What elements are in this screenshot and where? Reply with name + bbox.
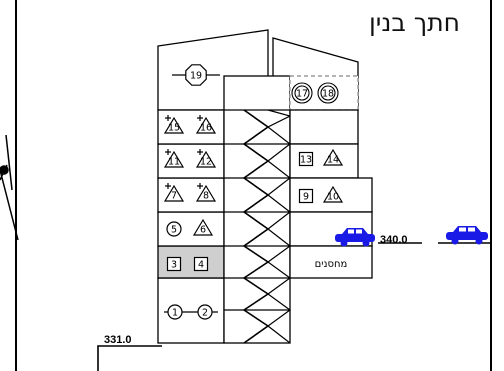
unit-marker-3: 3 <box>166 256 182 272</box>
unit-marker-17: 17 <box>291 82 313 104</box>
unit-number: 11 <box>168 157 180 168</box>
unit-number: 18 <box>322 89 334 100</box>
unit-number: 5 <box>171 225 177 236</box>
unit-number: 4 <box>198 260 204 271</box>
unit-number: 17 <box>296 89 308 100</box>
unit-number: 13 <box>300 155 312 166</box>
unit-number: 19 <box>190 71 202 82</box>
unit-marker-9: 9 <box>298 188 314 204</box>
unit-marker-5: 5 <box>166 221 182 237</box>
unit-number: 8 <box>203 191 209 202</box>
unit-number: 9 <box>303 192 309 203</box>
unit-marker-16: 16 <box>195 115 217 134</box>
unit-number: 3 <box>171 260 177 271</box>
unit-marker-7: 7 <box>163 183 185 202</box>
unit-marker-8: 8 <box>195 183 217 202</box>
stair-zigzag-inner <box>266 109 292 344</box>
stair-flights <box>224 109 290 311</box>
car-icon <box>446 226 488 245</box>
unit-marker-6: 6 <box>192 218 214 236</box>
stair-core <box>223 75 291 344</box>
ground-line-lower <box>97 345 162 371</box>
storage-label: מחסנים <box>315 259 348 270</box>
unit-marker-19: 19 <box>185 64 207 86</box>
unit-number: 12 <box>200 157 212 168</box>
unit-marker-11: 11 <box>163 149 185 168</box>
floor-row-right <box>289 109 359 145</box>
unit-marker-12: 12 <box>195 149 217 168</box>
unit-marker-13: 13 <box>298 151 314 167</box>
unit-marker-4: 4 <box>193 256 209 272</box>
unit-marker-2: 2 <box>197 304 213 320</box>
unit-number: 7 <box>171 191 177 202</box>
unit-number: 1 <box>172 308 178 319</box>
storage-right <box>289 245 373 279</box>
level-label-lower: 331.0 <box>104 334 132 346</box>
unit-number: 6 <box>200 225 206 236</box>
unit-number: 15 <box>168 123 180 134</box>
tree-sketch <box>0 134 19 241</box>
unit-number: 2 <box>202 308 208 319</box>
unit-number: 16 <box>200 123 212 134</box>
drawing-title: חתך בנין <box>368 8 460 37</box>
unit-marker-10: 10 <box>322 185 344 203</box>
unit-marker-18: 18 <box>317 82 339 104</box>
level-label-upper: 340.0 <box>380 234 408 246</box>
unit-number: 14 <box>327 155 339 166</box>
car-icon <box>335 228 375 247</box>
unit-marker-14: 14 <box>322 148 344 166</box>
unit-number: 10 <box>327 192 339 203</box>
unit-marker-1: 1 <box>167 304 183 320</box>
unit-marker-15: 15 <box>163 115 185 134</box>
